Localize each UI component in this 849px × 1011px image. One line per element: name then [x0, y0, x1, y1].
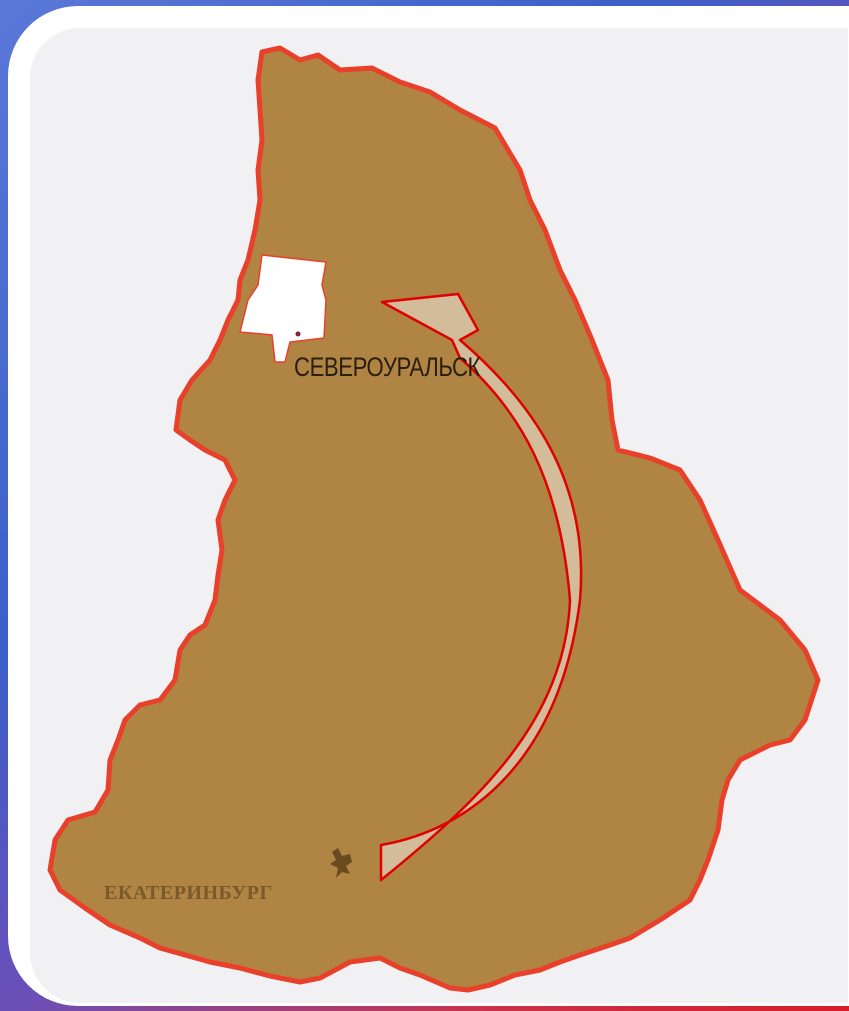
region-shape [47, 45, 821, 993]
curved-arrow-icon [379, 292, 583, 882]
city-label-severouralsk: СЕВЕРОУРАЛЬСК [294, 352, 481, 382]
highlighted-district [239, 254, 327, 363]
town-marker [295, 331, 301, 337]
city-label-yekaterinburg: ЕКАТЕРИНБУРГ [104, 882, 273, 904]
coat-of-arms-icon [330, 848, 352, 878]
